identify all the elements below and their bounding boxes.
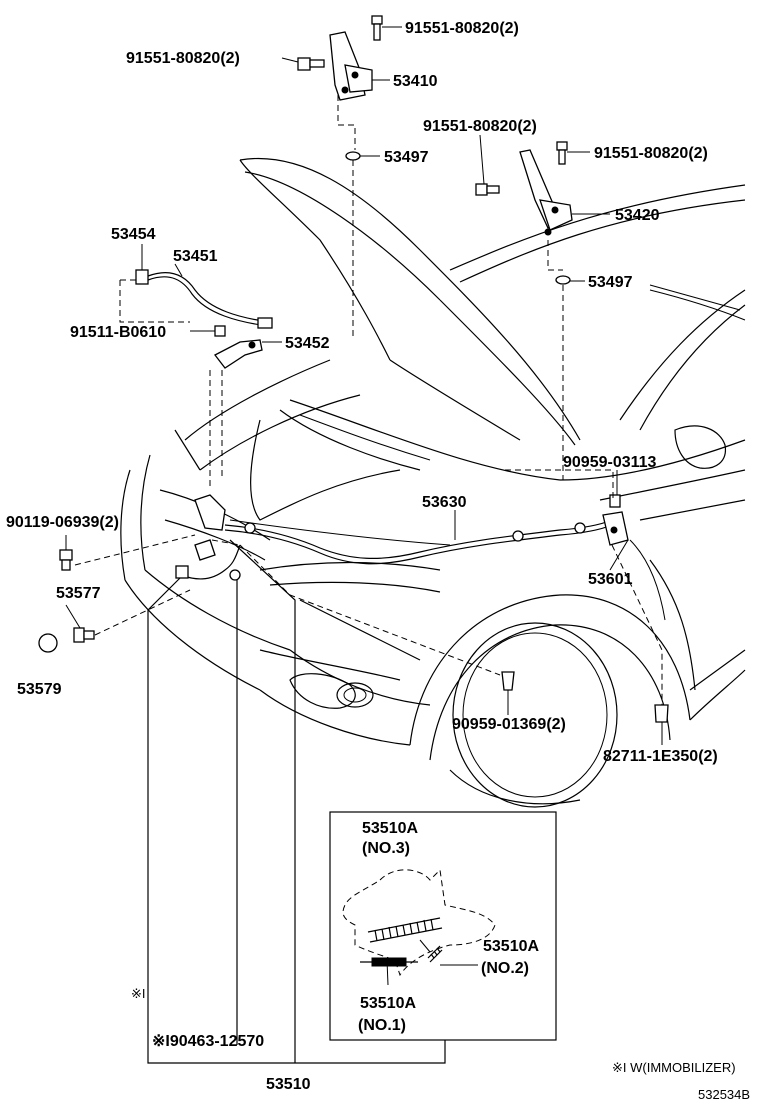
label-bolt-lock: 90119-06939(2) <box>6 514 119 531</box>
car-body <box>120 157 746 808</box>
clip-icon <box>501 671 515 691</box>
hinge-left <box>329 31 373 101</box>
label-support-rod: 53451 <box>173 248 218 265</box>
label-lock-assy: 53510 <box>266 1076 311 1093</box>
spring-detail-box <box>329 811 557 1041</box>
cushion-icon <box>73 627 95 643</box>
bolt-icon <box>475 183 500 196</box>
label-bracket: 53452 <box>285 335 330 352</box>
label-cushion: 53454 <box>111 226 156 243</box>
bolt-icon <box>556 141 568 165</box>
label-hinge-right: 53420 <box>615 207 660 224</box>
label-cap: 53579 <box>17 681 62 698</box>
label-clip-cable: 90959-03113 <box>563 454 657 471</box>
hood-support-rod <box>135 269 273 329</box>
clip-icon <box>609 494 621 508</box>
bolt-icon <box>371 15 383 41</box>
label-hinge-left: 53410 <box>393 73 438 90</box>
label-note-mark: ※I <box>131 986 146 1001</box>
clip-icon <box>654 704 669 723</box>
diagram-code: 532534B <box>698 1087 750 1102</box>
label-clip-fender: 82711-1E350(2) <box>603 748 718 765</box>
label-spring-no1-sub: (NO.1) <box>358 1017 406 1034</box>
label-switch: ※I90463-12570 <box>152 1033 264 1050</box>
washer-icon <box>555 275 571 285</box>
label-spring-no1: 53510A <box>360 995 416 1012</box>
release-lever <box>602 511 629 546</box>
label-bolt-mid-right: 91551-80820(2) <box>594 145 708 162</box>
washer-icon <box>345 151 361 161</box>
label-bolt-mid-left: 91551-80820(2) <box>423 118 537 135</box>
footnote: ※I W(IMMOBILIZER) <box>612 1060 736 1075</box>
hinge-right <box>519 149 573 236</box>
leader-lines <box>65 26 741 986</box>
label-washer-right: 53497 <box>588 274 633 291</box>
spring-icon <box>427 945 443 963</box>
hood-release-cable <box>224 519 613 565</box>
spring-icon <box>367 917 443 943</box>
label-bolt-top-right: 91551-80820(2) <box>405 20 519 37</box>
label-bolt-bracket: 91511-B0610 <box>70 324 166 341</box>
bolt-icon <box>297 57 325 71</box>
spring-icon <box>360 957 418 967</box>
label-bolt-top-left: 91551-80820(2) <box>126 50 240 67</box>
label-spring-no3-sub: (NO.3) <box>362 840 410 857</box>
label-cable: 53630 <box>422 494 467 511</box>
phantom-lines <box>74 95 663 1064</box>
label-washer-left: 53497 <box>384 149 429 166</box>
hood-lock <box>175 494 241 581</box>
label-spring-no3: 53510A <box>362 820 418 837</box>
label-spring-no2-sub: (NO.2) <box>481 960 529 977</box>
label-lever: 53601 <box>588 571 633 588</box>
cap-icon <box>38 633 58 653</box>
bracket <box>214 325 263 369</box>
label-clip-lower: 90959-01369(2) <box>452 716 566 733</box>
bolt-icon <box>59 549 73 571</box>
label-cushion-front: 53577 <box>56 585 101 602</box>
label-spring-no2: 53510A <box>483 938 539 955</box>
